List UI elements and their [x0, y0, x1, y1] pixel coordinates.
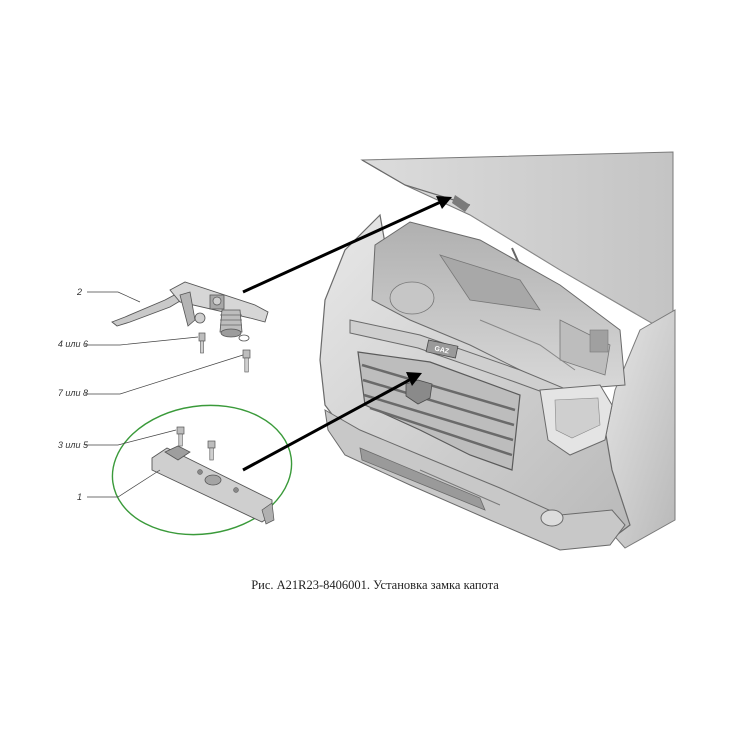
- callout-3-or-5: 3 или 5: [58, 440, 89, 450]
- arrow-lower-head: [406, 372, 422, 386]
- part-hood-lock-bracket: [111, 281, 269, 342]
- arrow-lower: [242, 375, 416, 472]
- vehicle-illustration: GAZ: [319, 151, 676, 551]
- bolt-3-or-5: [176, 426, 216, 461]
- part-lock-plate: [151, 445, 275, 525]
- highlight-ellipse: [111, 404, 293, 536]
- grille-badge-plate: [425, 339, 459, 359]
- figure-caption: Рис. A21R23-8406001. Установка замка кап…: [251, 578, 499, 592]
- callout-7-or-8: 7 или 8: [58, 388, 88, 398]
- leader-7-8: [85, 354, 244, 395]
- arrow-upper: [242, 198, 446, 294]
- arrow-upper-head: [436, 196, 452, 209]
- grille-emblem: [405, 379, 433, 405]
- callout-2: 2: [76, 287, 82, 297]
- bolt-7-or-8: [242, 349, 251, 373]
- fog-lamp: [540, 509, 564, 527]
- leader-3-5: [85, 429, 177, 446]
- callout-4-or-6: 4 или 6: [58, 339, 88, 349]
- pointer-arrows: [242, 196, 452, 472]
- leader-1: [87, 469, 161, 498]
- callout-labels: 2 4 или 6 7 или 8 3 или 5 1: [58, 287, 89, 502]
- bolt-4-or-6: [198, 332, 206, 354]
- callout-leaders: [85, 291, 244, 498]
- leader-2: [87, 291, 141, 303]
- leader-4-6: [85, 336, 199, 346]
- callout-1: 1: [77, 492, 82, 502]
- grille-badge-text: GAZ: [434, 346, 451, 356]
